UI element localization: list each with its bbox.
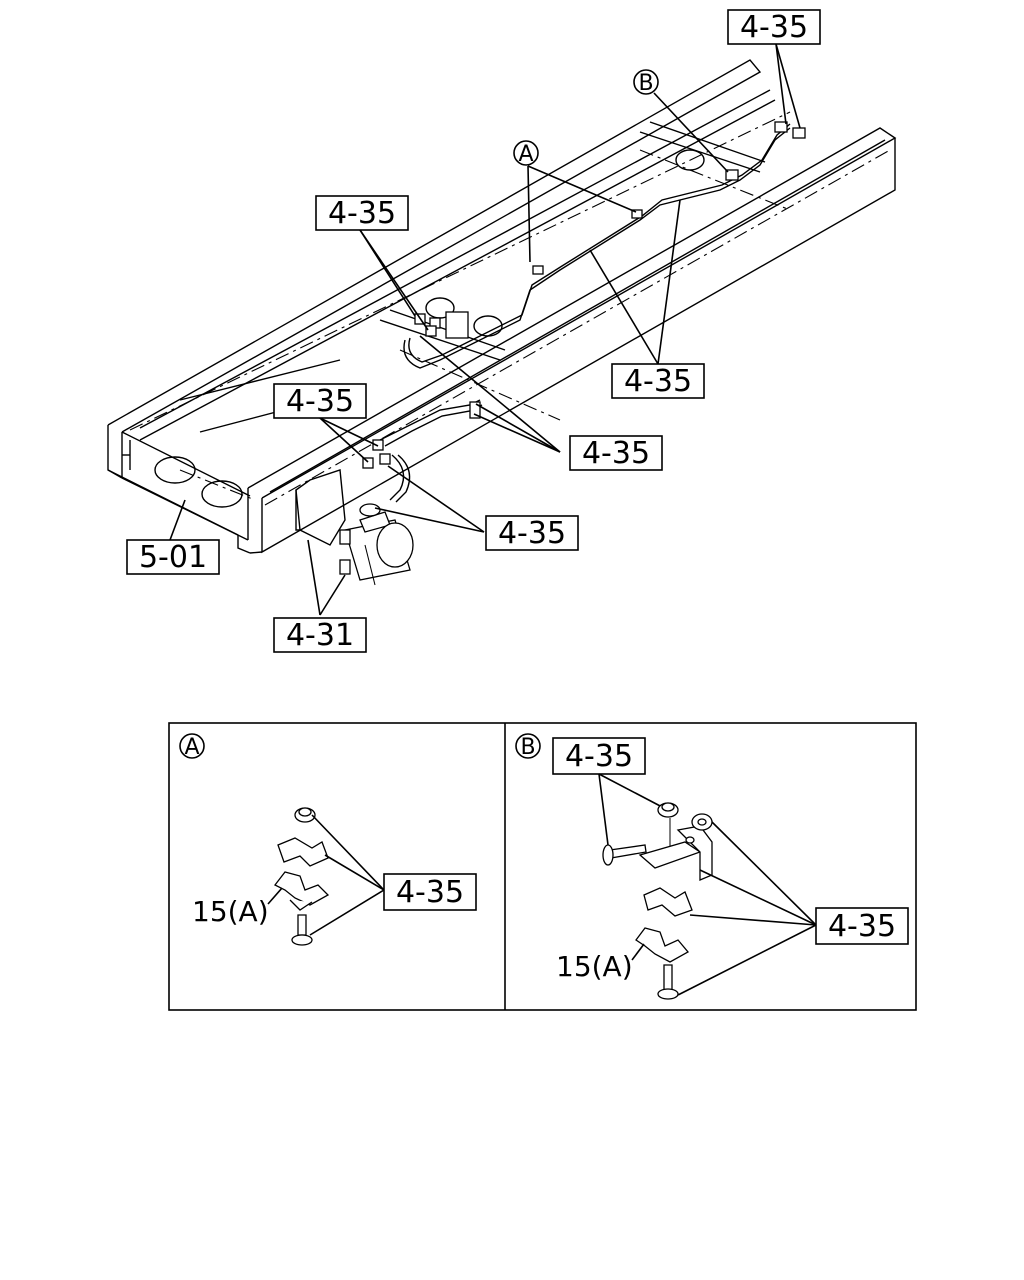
label-4-35-valve: 4-35 xyxy=(485,515,579,551)
detail-a-marker: A xyxy=(179,733,205,760)
detail-a-bolt xyxy=(291,914,313,946)
detail-b-mount-bracket xyxy=(638,825,713,881)
detail-a-bracket xyxy=(277,837,329,867)
detail-a-callout: 15(A) xyxy=(192,895,269,928)
detail-b-washer xyxy=(691,813,713,831)
marker-text: B xyxy=(520,735,535,760)
detail-ref-a-marker: A xyxy=(513,140,539,167)
load-sensing-valve xyxy=(295,469,414,586)
label-5-01: 5-01 xyxy=(126,539,220,575)
detail-ref-b-marker: B xyxy=(633,69,659,96)
label-text: 4-35 xyxy=(624,364,692,399)
detail-b-clip xyxy=(635,927,690,963)
detail-b-right-label: 4-35 xyxy=(815,907,909,945)
label-text: 4-35 xyxy=(396,875,464,910)
detail-b-clip-bracket xyxy=(643,887,693,917)
label-4-35-top-right: 4-35 xyxy=(727,9,821,45)
detail-b-bolt-vertical xyxy=(657,964,679,1000)
detail-a-nut xyxy=(294,807,316,823)
label-4-31: 4-31 xyxy=(273,617,367,653)
marker-text: B xyxy=(638,71,653,96)
label-text: 4-35 xyxy=(582,436,650,471)
label-text: 4-35 xyxy=(286,384,354,419)
label-4-35-right: 4-35 xyxy=(611,363,705,399)
chassis-frame xyxy=(107,59,897,554)
label-text: 5-01 xyxy=(139,540,207,575)
leader-lines xyxy=(169,43,801,616)
marker-text: A xyxy=(184,735,199,760)
label-4-35-upper-left: 4-35 xyxy=(315,195,409,231)
detail-a-clip xyxy=(274,871,330,911)
label-4-35-left: 4-35 xyxy=(273,383,367,419)
detail-b-nut xyxy=(657,802,679,818)
label-text: 4-35 xyxy=(828,909,896,944)
label-text: 4-35 xyxy=(498,516,566,551)
detail-a-part-label: 4-35 xyxy=(383,873,477,911)
detail-b-top-label: 4-35 xyxy=(552,737,646,775)
label-text: 4-31 xyxy=(286,618,354,653)
detail-panels-border xyxy=(168,722,917,1011)
detail-a-panel: A 4-35 15(A) xyxy=(179,733,477,946)
pipe-fittings xyxy=(362,121,806,469)
detail-b-marker: B xyxy=(515,733,541,760)
detail-b-panel: B 4-35 xyxy=(515,733,909,1000)
detail-b-callout: 15(A) xyxy=(556,950,633,983)
marker-text: A xyxy=(518,142,533,167)
label-text: 4-35 xyxy=(328,196,396,231)
label-text: 4-35 xyxy=(565,739,633,774)
detail-b-bolt-horizontal xyxy=(602,844,647,866)
label-4-35-centre: 4-35 xyxy=(569,435,663,471)
label-text: 4-35 xyxy=(740,10,808,45)
